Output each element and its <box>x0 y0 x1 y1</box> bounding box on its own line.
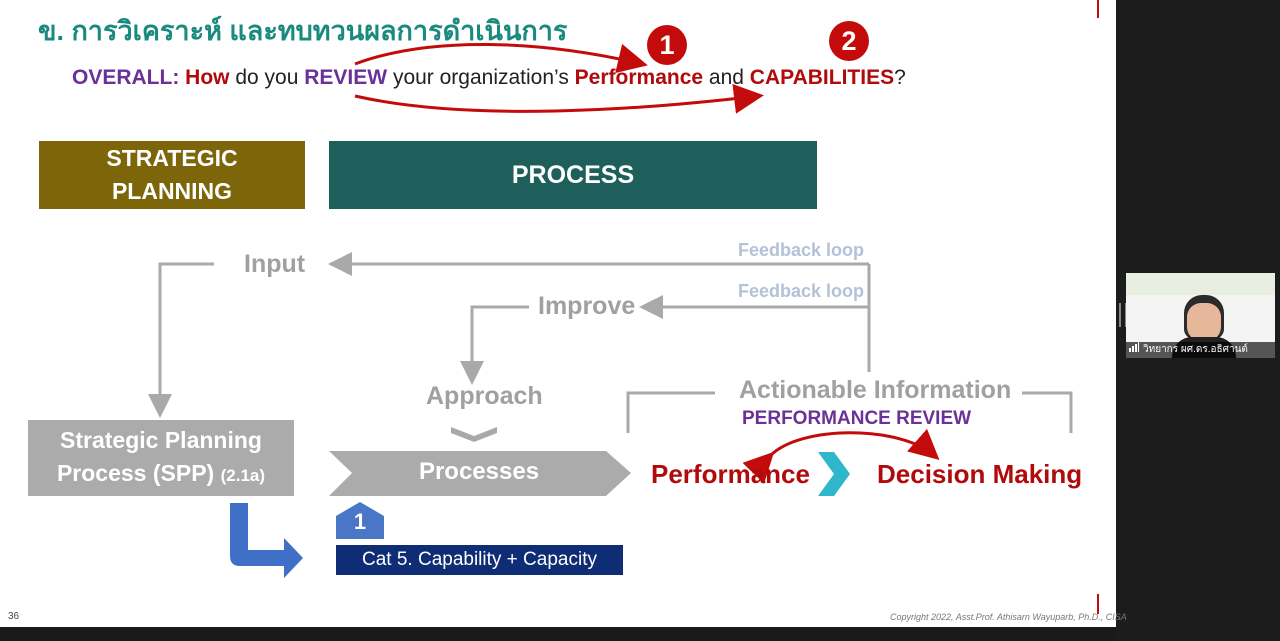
improve-label: Improve <box>538 292 636 320</box>
capabilities-word: CAPABILITIES <box>749 66 895 89</box>
webcam-thumbnail[interactable]: วิทยากร ผศ.ดร.อธิศานต์ <box>1126 273 1275 358</box>
process-box: PROCESS <box>329 141 817 209</box>
slide-title: ข. การวิเคราะห์ และทบทวนผลการดำเนินการ <box>38 16 568 46</box>
performance-label: Performance <box>651 459 810 489</box>
decision-making-label: Decision Making <box>877 459 1083 489</box>
how-word: How <box>185 66 230 89</box>
and-word: and <box>708 66 744 89</box>
feedback-loop-label-top: Feedback loop <box>738 240 865 260</box>
actionable-information-label: Actionable Information <box>739 376 1012 404</box>
slide-edge-mark-bottom <box>1097 594 1099 614</box>
webcam-background-slide <box>1126 273 1275 295</box>
do-you-words: do you <box>235 66 299 89</box>
actionable-info-bracket <box>626 391 1073 433</box>
signal-bars-icon <box>1129 342 1139 358</box>
capability-house-shape <box>336 502 384 539</box>
review-to-capabilities-arrow <box>354 83 764 114</box>
overall-question: OVERALL: How do you REVIEW your organiza… <box>72 66 906 90</box>
your-org-words: your organization’s <box>392 66 569 89</box>
diagram-connectors <box>148 43 1073 578</box>
input-to-spp-arrow <box>148 262 214 418</box>
spp-line-2: Process (SPP) (2.1a) <box>28 457 294 492</box>
participant-name: วิทยากร ผศ.ดร.อธิศานต์ <box>1143 344 1248 355</box>
badge-2: 2 <box>829 21 869 61</box>
improve-to-approach-arrow <box>460 305 529 385</box>
strategic-planning-process-box: Strategic Planning Process (SPP) (2.1a) <box>28 420 294 496</box>
review-word: REVIEW <box>304 66 388 89</box>
performance-review-label: PERFORMANCE REVIEW <box>742 408 972 429</box>
performance-decision-arc <box>742 428 940 484</box>
overall-label: OVERALL: <box>72 66 180 89</box>
approach-down-chevron <box>451 427 497 442</box>
approach-label: Approach <box>426 382 543 410</box>
strategic-planning-box: STRATEGIC PLANNING <box>39 141 305 209</box>
processes-arrow-shape <box>329 451 631 496</box>
slide-edge-mark-top <box>1097 0 1099 18</box>
presentation-slide: ข. การวิเคราะห์ และทบทวนผลการดำเนินการ O… <box>0 0 1127 627</box>
page-number: 36 <box>8 611 20 622</box>
review-to-performance-arrow <box>354 43 648 74</box>
copyright-text: Copyright 2022, Asst.Prof. Athisarn Wayu… <box>890 612 1127 622</box>
spp-line-1: Strategic Planning <box>60 427 262 453</box>
feedback-loop-label-bottom: Feedback loop <box>738 281 865 301</box>
question-mark: ? <box>894 66 906 89</box>
participant-name-bar: วิทยากร ผศ.ดร.อธิศานต์ <box>1126 342 1275 358</box>
participant-face <box>1187 303 1221 341</box>
spp-ref: (2.1a) <box>220 466 266 485</box>
cyan-chevron <box>818 452 850 496</box>
badge-1: 1 <box>647 25 687 65</box>
cat5-capability-box: Cat 5. Capability + Capacity <box>336 545 623 575</box>
spp-line-2-text: Process (SPP) <box>56 460 215 486</box>
spp-to-cat5-bent-arrow <box>230 503 303 578</box>
processes-label: Processes <box>418 458 540 485</box>
capability-number: 1 <box>353 509 367 534</box>
input-label: Input <box>244 250 306 278</box>
performance-word: Performance <box>574 66 704 89</box>
